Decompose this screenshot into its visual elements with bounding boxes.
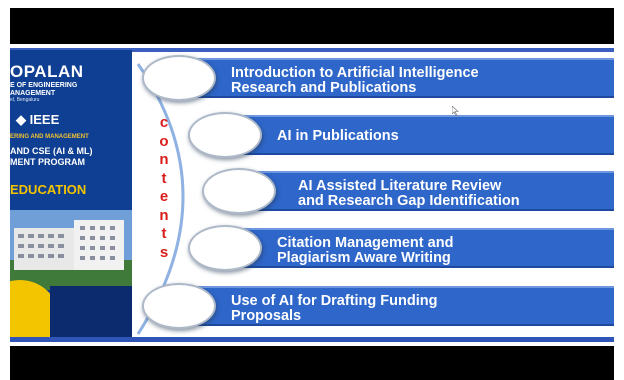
contents-bullet-circle (142, 283, 216, 329)
contents-bullet-circle (188, 112, 262, 158)
contents-bullet-circle (202, 168, 276, 214)
program-line-2: MENT PROGRAM (10, 157, 85, 167)
banner-dark-accent (50, 286, 132, 338)
ieee-logo: ◆ IEEE (16, 112, 59, 128)
contents-letter: c (159, 114, 169, 131)
contents-vertical-label: c o n t e n t s (156, 114, 172, 262)
contents-letter: s (159, 243, 169, 261)
campus-building-image (10, 210, 132, 290)
contents-letter: e (159, 188, 169, 205)
slide-top-rule (10, 48, 614, 52)
institution-banner: OPALAN E OF ENGINEERING ANAGEMENT el, Be… (10, 50, 132, 338)
contents-bullet-circle (142, 55, 216, 101)
institution-logo-text: OPALAN (10, 62, 84, 81)
contents-bullet-circle (188, 225, 262, 271)
contents-letter: t (161, 169, 167, 187)
contents-letter: o (159, 132, 169, 150)
program-line-1: AND CSE (AI & ML) (10, 146, 93, 156)
contents-item-1: Introduction to Artificial Intelligence … (186, 58, 614, 98)
contents-item-3: AI Assisted Literature Review and Resear… (248, 171, 614, 211)
ieee-label: IEEE (29, 112, 60, 127)
institution-location: el, Bengaluru (10, 97, 40, 103)
mouse-cursor-icon (452, 106, 459, 116)
contents-item-1-line-2: Research and Publications (231, 80, 417, 96)
department-line: ERING AND MANAGEMENT (10, 134, 89, 140)
slide-bottom-rule (10, 337, 614, 342)
contents-item-2: AI in Publications (232, 115, 614, 155)
theme-line: EDUCATION (10, 182, 87, 197)
contents-item-5-line-1: Use of AI for Drafting Funding (231, 293, 438, 309)
contents-item-4-line-2: Plagiarism Aware Writing (277, 250, 451, 266)
contents-item-2-line-1: AI in Publications (277, 128, 399, 144)
contents-item-3-line-2: and Research Gap Identification (298, 193, 520, 209)
contents-letter: t (161, 225, 167, 242)
institution-subtitle: E OF ENGINEERING ANAGEMENT (10, 82, 77, 98)
institution-subtitle-line-2: ANAGEMENT (10, 90, 56, 97)
contents-letter: n (159, 206, 169, 224)
institution-subtitle-line-1: E OF ENGINEERING (10, 82, 78, 89)
contents-item-1-line-1: Introduction to Artificial Intelligence (231, 65, 479, 81)
video-top-letterbox (10, 8, 614, 44)
contents-item-5-line-2: Proposals (231, 308, 302, 324)
contents-letter: n (159, 151, 169, 168)
ieee-diamond-icon: ◆ (16, 112, 26, 127)
presentation-slide: OPALAN E OF ENGINEERING ANAGEMENT el, Be… (10, 44, 614, 346)
contents-item-4: Citation Management and Plagiarism Aware… (232, 228, 614, 268)
contents-item-4-line-1: Citation Management and (277, 235, 454, 251)
video-bottom-letterbox (10, 346, 614, 380)
contents-item-3-line-1: AI Assisted Literature Review (298, 178, 502, 194)
contents-item-5: Use of AI for Drafting Funding Proposals (186, 286, 614, 326)
